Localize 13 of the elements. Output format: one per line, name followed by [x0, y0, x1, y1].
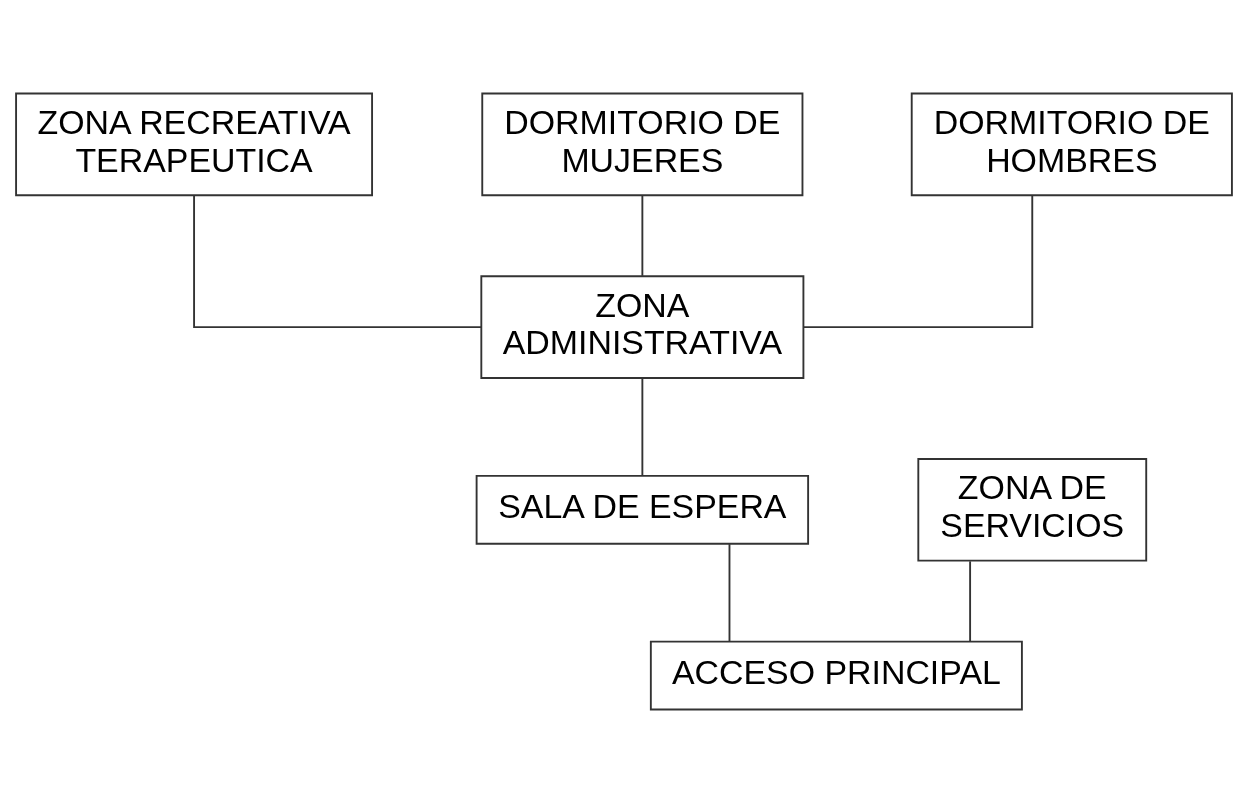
connector: [969, 559, 972, 642]
node-box: SALA DE ESPERA: [475, 474, 810, 545]
connector: [193, 193, 483, 328]
connector: [728, 542, 731, 642]
node-box: ACCESO PRINCIPAL: [649, 640, 1023, 710]
node-box: ZONA ADMINISTRATIVA: [480, 274, 805, 379]
node-box: ZONA RECREATIVA TERAPEUTICA: [15, 92, 373, 196]
node-box: DORMITORIO DE HOMBRES: [910, 92, 1233, 196]
connector: [802, 193, 1034, 328]
connector: [641, 193, 644, 277]
node-box: DORMITORIO DE MUJERES: [481, 92, 804, 196]
connector: [641, 376, 644, 476]
node-box: ZONA DE SERVICIOS: [917, 457, 1148, 562]
